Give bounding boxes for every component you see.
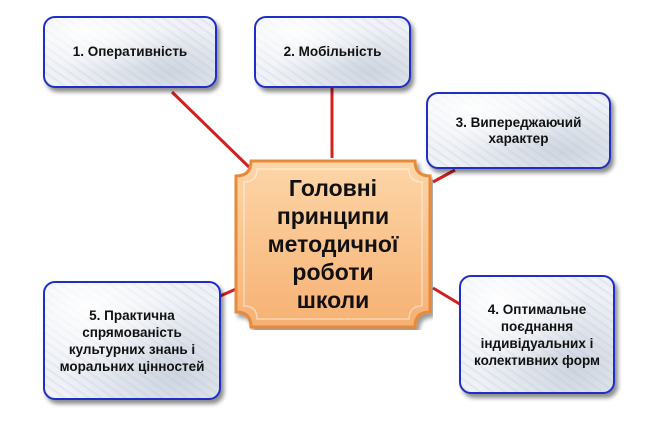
connector-5 [217, 287, 237, 299]
principle-node-1: 1. Оперативність [43, 16, 217, 88]
principle-label-2: 2. Мобільність [283, 44, 382, 59]
connector-4 [432, 286, 464, 308]
principle-node-4: 4. Оптимальне поєднання індивідуальних і… [459, 275, 615, 394]
principle-label-1: 1. Оперативність [72, 44, 188, 59]
principle-label-5: 5. Практична спрямованість культурних зн… [59, 307, 205, 374]
connector-1 [170, 90, 252, 170]
principle-label-4: 4. Оптимальне поєднання індивідуальних і… [473, 301, 600, 368]
center-shape [234, 159, 432, 329]
connector-3 [432, 168, 456, 184]
center-title: Головні принципи методичної роботи школи [267, 175, 399, 313]
principle-node-3: 3. Випереджаючий характер [426, 92, 611, 169]
principle-label-3: 3. Випереджаючий характер [455, 114, 582, 146]
principle-node-5: 5. Практична спрямованість культурних зн… [43, 281, 221, 400]
principle-node-2: 2. Мобільність [254, 16, 411, 88]
